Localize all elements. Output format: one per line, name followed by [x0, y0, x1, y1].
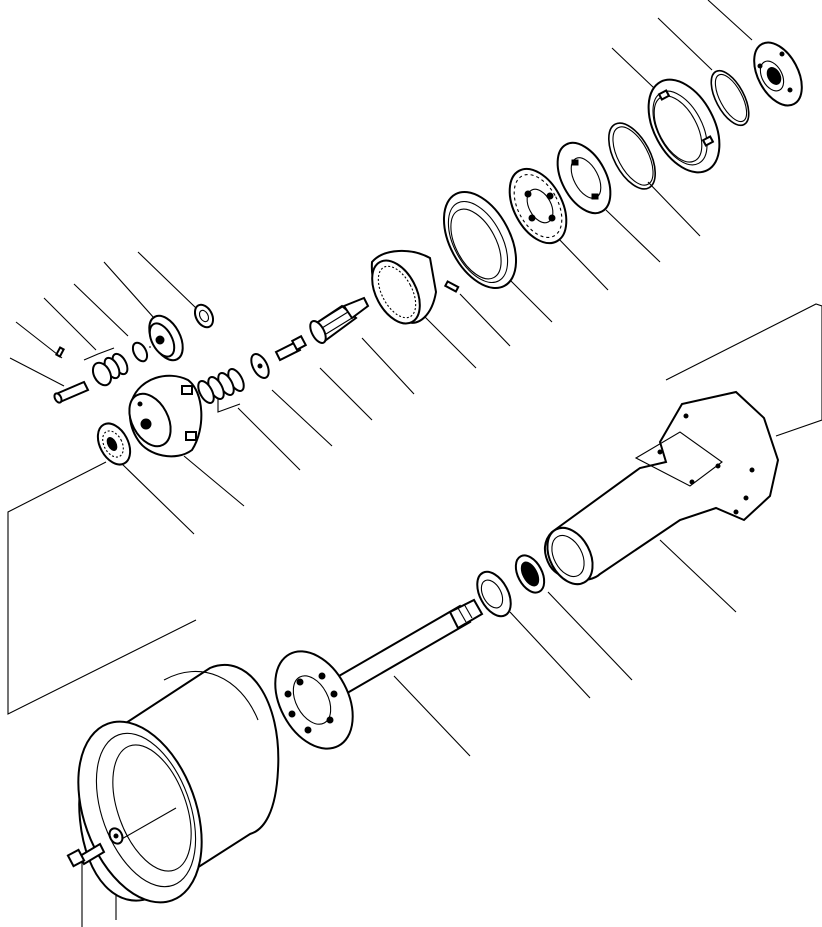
leader-line: [605, 209, 661, 263]
bolt-small: [274, 334, 308, 362]
leader-line: [647, 181, 701, 237]
bearing-cup-large: [442, 190, 518, 290]
leader-line: [237, 407, 301, 471]
leader-line: [319, 367, 373, 421]
leader-line: [183, 455, 245, 507]
group-bracket: [83, 347, 115, 361]
small-pin: [55, 346, 65, 358]
leader-lines: [7, 0, 822, 927]
spline-plate: [556, 141, 612, 215]
leader-line: [103, 261, 155, 319]
planet-gear: [148, 314, 184, 362]
snap-ring-inner: [608, 122, 656, 190]
planet-pin: [53, 380, 90, 404]
axle-housing: [544, 390, 780, 586]
assembly-bracket: [7, 461, 197, 715]
leader-line: [15, 321, 63, 359]
leader-line: [547, 591, 633, 681]
thrust-washer-right: [753, 41, 803, 107]
leader-line: [611, 47, 655, 89]
leader-line: [393, 675, 471, 757]
wheel-washer: [108, 827, 124, 845]
leader-line: [459, 293, 511, 347]
spacer-set-left: [91, 341, 149, 387]
leader-line: [707, 0, 753, 41]
dowel-pin: [443, 280, 460, 293]
wheel-bolt: [66, 842, 106, 868]
wheel-rim: [77, 663, 280, 904]
oil-seal: [514, 554, 546, 594]
spacer-set-right: [197, 368, 245, 404]
leader-line: [9, 357, 65, 387]
leader-line: [271, 389, 333, 447]
leader-line: [119, 461, 195, 535]
bearing-cone: [476, 570, 512, 618]
thrust-washer-small: [250, 353, 270, 379]
tapered-bearing: [96, 422, 132, 466]
leader-line: [657, 17, 713, 71]
leader-line: [137, 251, 197, 309]
housing-bracket: [665, 303, 822, 437]
leader-line: [73, 283, 129, 337]
sun-gear-shaft: [309, 296, 370, 344]
needle-bearing-top: [193, 303, 215, 329]
planet-carrier: [128, 374, 203, 458]
axle-shaft-flange: [274, 598, 484, 750]
ring-gear-hub: [647, 78, 721, 174]
leader-line: [509, 611, 591, 699]
group-bracket: [217, 396, 241, 413]
ring-gear: [370, 249, 438, 325]
snap-ring-outer: [710, 69, 750, 127]
leader-line: [43, 297, 97, 351]
leader-line: [659, 539, 737, 613]
leader-line: [423, 315, 477, 369]
planet-carrier-plate: [508, 167, 568, 245]
leader-line: [361, 337, 415, 395]
leader-line: [555, 235, 609, 291]
